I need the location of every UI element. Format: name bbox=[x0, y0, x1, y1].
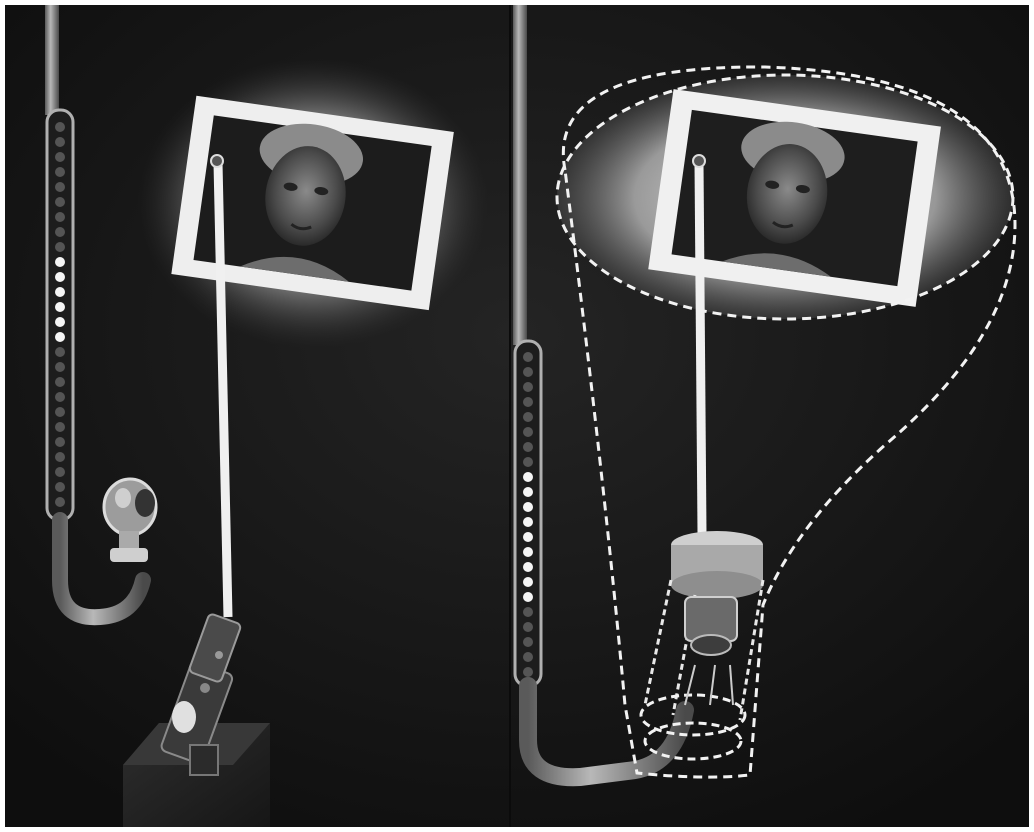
tube-bead bbox=[55, 347, 65, 357]
tube-bead bbox=[55, 197, 65, 207]
tube-bead bbox=[55, 497, 65, 507]
film-still bbox=[5, 5, 1029, 827]
tube-bead bbox=[523, 622, 533, 632]
tube-bead bbox=[55, 122, 65, 132]
tube-bead bbox=[55, 467, 65, 477]
tube-bead bbox=[523, 457, 533, 467]
illustration bbox=[5, 5, 1029, 827]
tube-bead bbox=[55, 272, 65, 282]
tube-bead bbox=[523, 397, 533, 407]
tube-bead bbox=[523, 592, 533, 602]
tube-bead bbox=[523, 637, 533, 647]
tube-bead bbox=[55, 377, 65, 387]
tube-bead bbox=[55, 287, 65, 297]
tube-bead bbox=[523, 502, 533, 512]
tube-bead bbox=[523, 382, 533, 392]
tube-bead bbox=[523, 412, 533, 422]
right-light-beam bbox=[699, 163, 702, 533]
tube-bead bbox=[523, 427, 533, 437]
right-bead-column bbox=[515, 341, 541, 686]
tube-bead bbox=[55, 257, 65, 267]
tube-bead bbox=[55, 302, 65, 312]
tube-bead bbox=[523, 442, 533, 452]
tube-bead bbox=[55, 182, 65, 192]
tube-bead bbox=[55, 422, 65, 432]
tube-bead bbox=[523, 652, 533, 662]
tube-bead bbox=[523, 352, 533, 362]
tube-bead bbox=[55, 392, 65, 402]
tube-bead bbox=[55, 437, 65, 447]
tube-bead bbox=[55, 242, 65, 252]
right-light-frame bbox=[648, 89, 941, 307]
tube-bead bbox=[55, 362, 65, 372]
camera-lens bbox=[172, 701, 196, 733]
tube-bead bbox=[523, 532, 533, 542]
tube-bead bbox=[523, 547, 533, 557]
tube-bead bbox=[523, 607, 533, 617]
tube-bead bbox=[55, 407, 65, 417]
tube-bead bbox=[523, 562, 533, 572]
tube-bead bbox=[55, 152, 65, 162]
tube-bead bbox=[55, 452, 65, 462]
tube-bead bbox=[55, 137, 65, 147]
left-light-frame bbox=[171, 96, 454, 310]
tube-bead bbox=[55, 167, 65, 177]
tube-bead bbox=[55, 332, 65, 342]
tube-bead bbox=[523, 517, 533, 527]
tube-bead bbox=[523, 472, 533, 482]
tube-bead bbox=[55, 317, 65, 327]
tube-bead bbox=[523, 487, 533, 497]
tube-bead bbox=[523, 667, 533, 677]
tube-bead bbox=[523, 577, 533, 587]
tube-bead bbox=[55, 212, 65, 222]
tube-bead bbox=[523, 367, 533, 377]
tube-bead bbox=[55, 227, 65, 237]
tube-bead bbox=[55, 482, 65, 492]
